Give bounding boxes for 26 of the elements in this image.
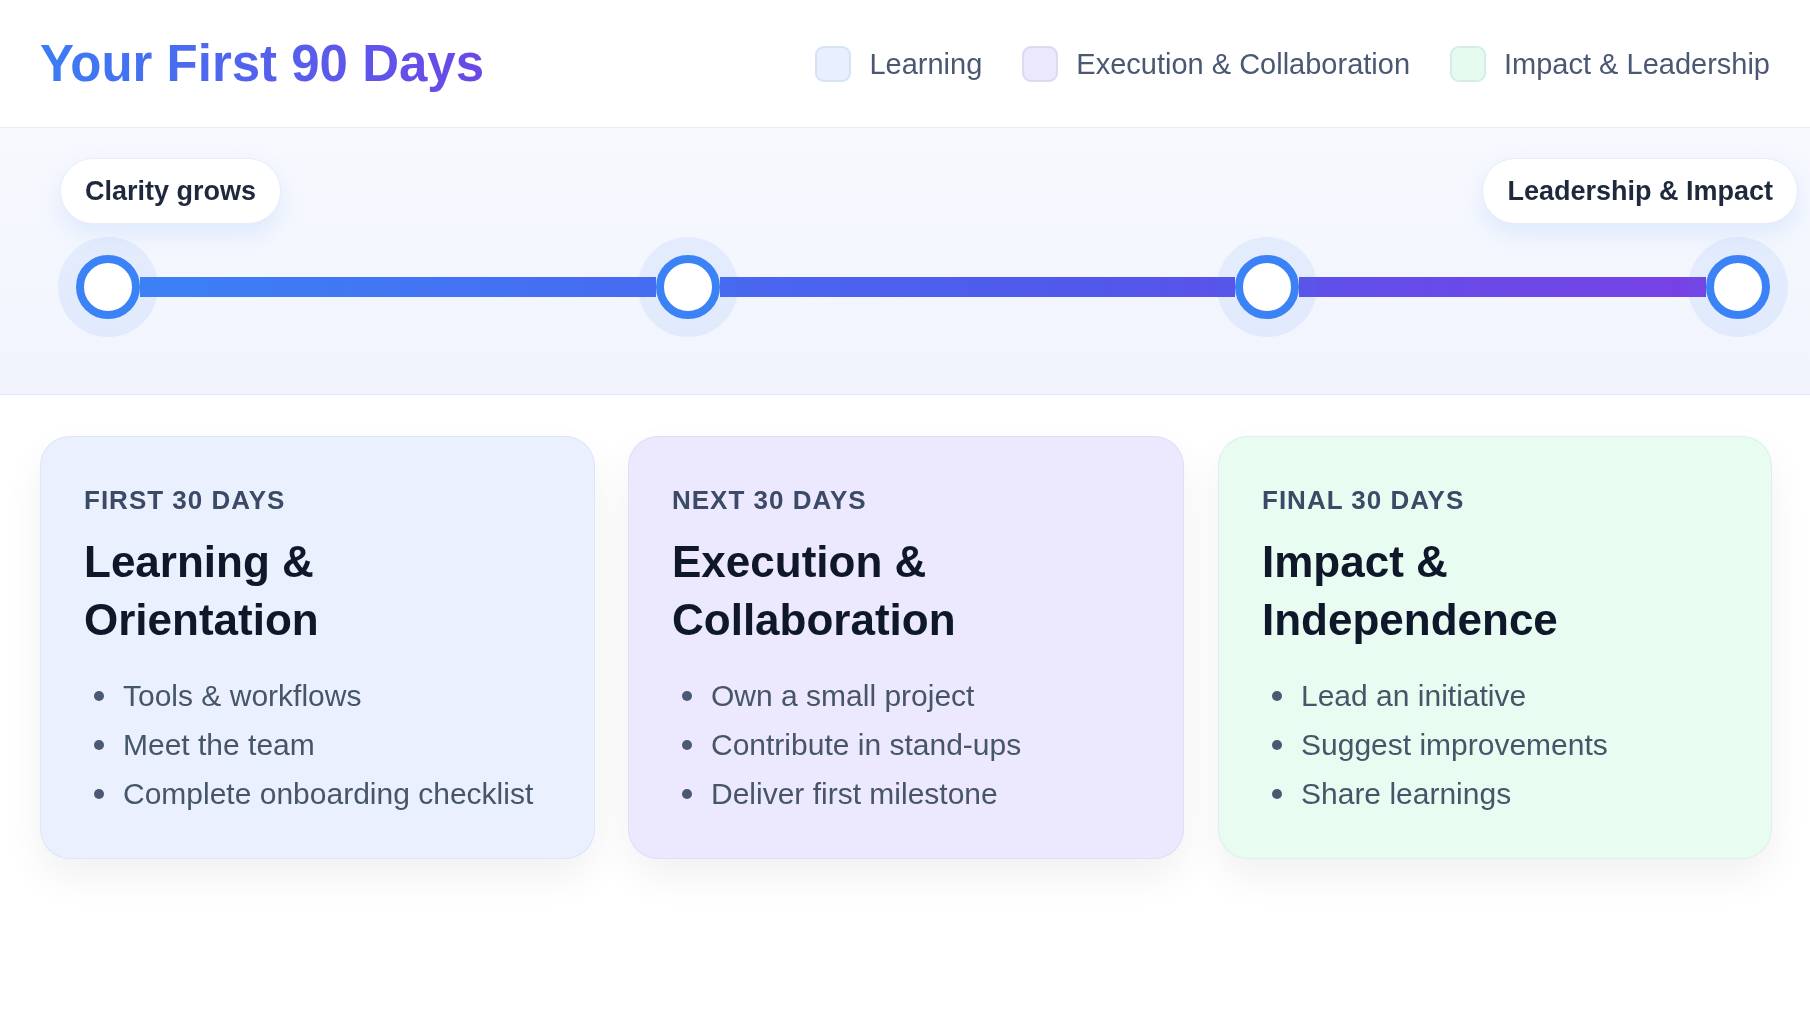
phase-period: NEXT 30 DAYS xyxy=(672,485,868,516)
timeline-segment xyxy=(720,277,1235,297)
milestone-label: Leadership & Impact xyxy=(1482,158,1798,224)
timeline-segment xyxy=(140,277,656,297)
phase-card xyxy=(1218,436,1772,859)
phase-title: Impact & Independence xyxy=(1262,536,1559,646)
phase-card xyxy=(40,436,595,859)
phase-period: FIRST 30 DAYS xyxy=(84,485,287,516)
phase-period: FINAL 30 DAYS xyxy=(1262,485,1466,516)
phase-title: Execution & Collaboration xyxy=(672,536,957,646)
list-item: Own a small project xyxy=(711,677,975,714)
list-item: Share learnings xyxy=(1301,775,1512,812)
phase-title: Learning & Orientation xyxy=(84,536,320,646)
phase-card xyxy=(628,436,1184,859)
list-item: Tools & workflows xyxy=(123,677,362,714)
milestone-label: Clarity grows xyxy=(60,158,282,224)
list-item: Contribute in stand-ups xyxy=(711,726,1022,763)
legend-label: Impact & Leadership xyxy=(1504,47,1770,82)
legend-label: Execution & Collaboration xyxy=(1076,47,1410,82)
list-item: Lead an initiative xyxy=(1301,677,1527,714)
list-item: Meet the team xyxy=(123,726,315,763)
legend-label: Learning xyxy=(869,47,983,82)
list-item: Suggest improvements xyxy=(1301,726,1608,763)
list-item: Complete onboarding checklist xyxy=(123,775,534,812)
timeline-segment xyxy=(1299,277,1706,297)
list-item: Deliver first milestone xyxy=(711,775,998,812)
